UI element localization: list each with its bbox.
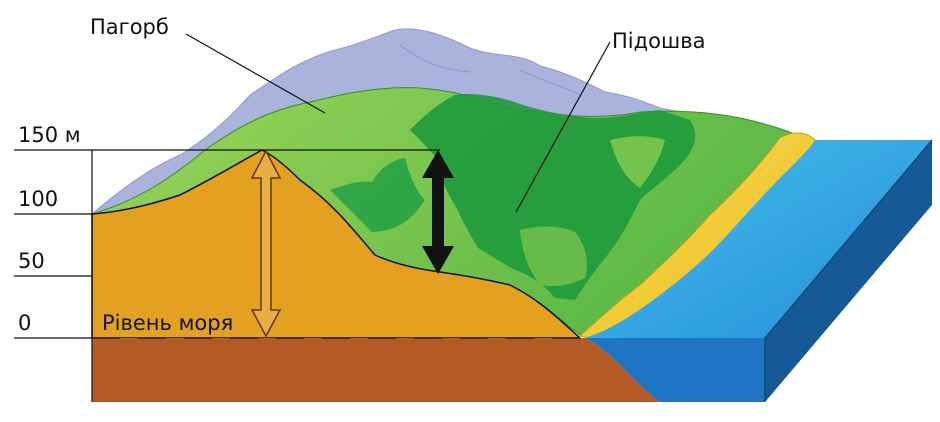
- scale-tick-50: 50: [18, 249, 45, 273]
- scale-tick-0: 0: [18, 311, 31, 335]
- label-sea-level: Рівень моря: [102, 311, 233, 335]
- bedrock-layer: [92, 338, 660, 402]
- scale-tick-150: 150 м: [18, 123, 81, 147]
- label-foot: Підошва: [612, 29, 705, 53]
- scale-tick-100: 100: [18, 187, 58, 211]
- label-hill: Пагорб: [90, 15, 169, 39]
